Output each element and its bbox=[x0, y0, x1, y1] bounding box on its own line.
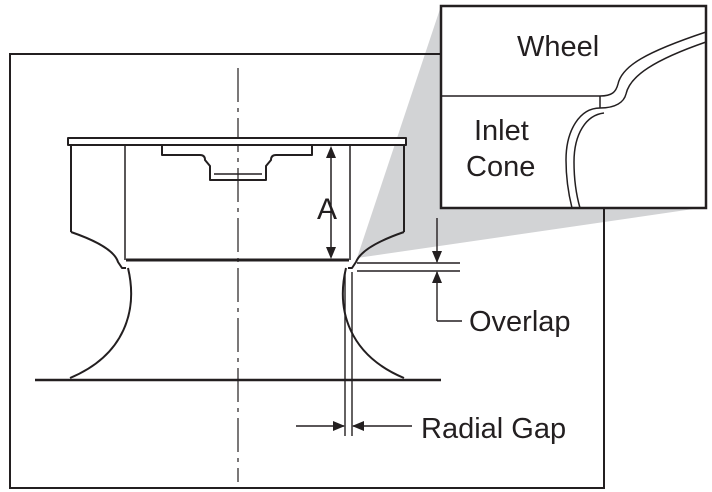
wheel-hub bbox=[161, 145, 313, 181]
radial-gap-dimension bbox=[296, 272, 412, 436]
detail-cone-label: Cone bbox=[466, 151, 535, 183]
fan-wheel bbox=[67, 137, 407, 269]
detail-wheel-label: Wheel bbox=[517, 31, 599, 63]
main-frame bbox=[9, 53, 605, 489]
callout-wedge bbox=[357, 6, 700, 258]
wheel-top-plate bbox=[67, 137, 407, 146]
inlet-cone bbox=[35, 267, 441, 382]
radial-gap-label: Radial Gap bbox=[421, 413, 566, 445]
overlap-label: Overlap bbox=[469, 306, 571, 338]
overlap-dimension bbox=[357, 218, 462, 322]
dimension-a-label: A bbox=[317, 193, 337, 226]
wheel-left-shroud bbox=[70, 231, 126, 269]
inlet-cone-right bbox=[341, 267, 405, 379]
detail-inlet-label: Inlet bbox=[474, 115, 529, 147]
detail-cone-edge bbox=[565, 107, 601, 209]
wheel-right-shroud bbox=[348, 231, 405, 269]
detail-callout bbox=[439, 4, 708, 210]
detail-wheel-edge bbox=[441, 31, 707, 97]
inlet-cone-left bbox=[69, 267, 133, 379]
detail-callout-frame bbox=[439, 4, 708, 210]
dimension-a bbox=[326, 146, 336, 259]
